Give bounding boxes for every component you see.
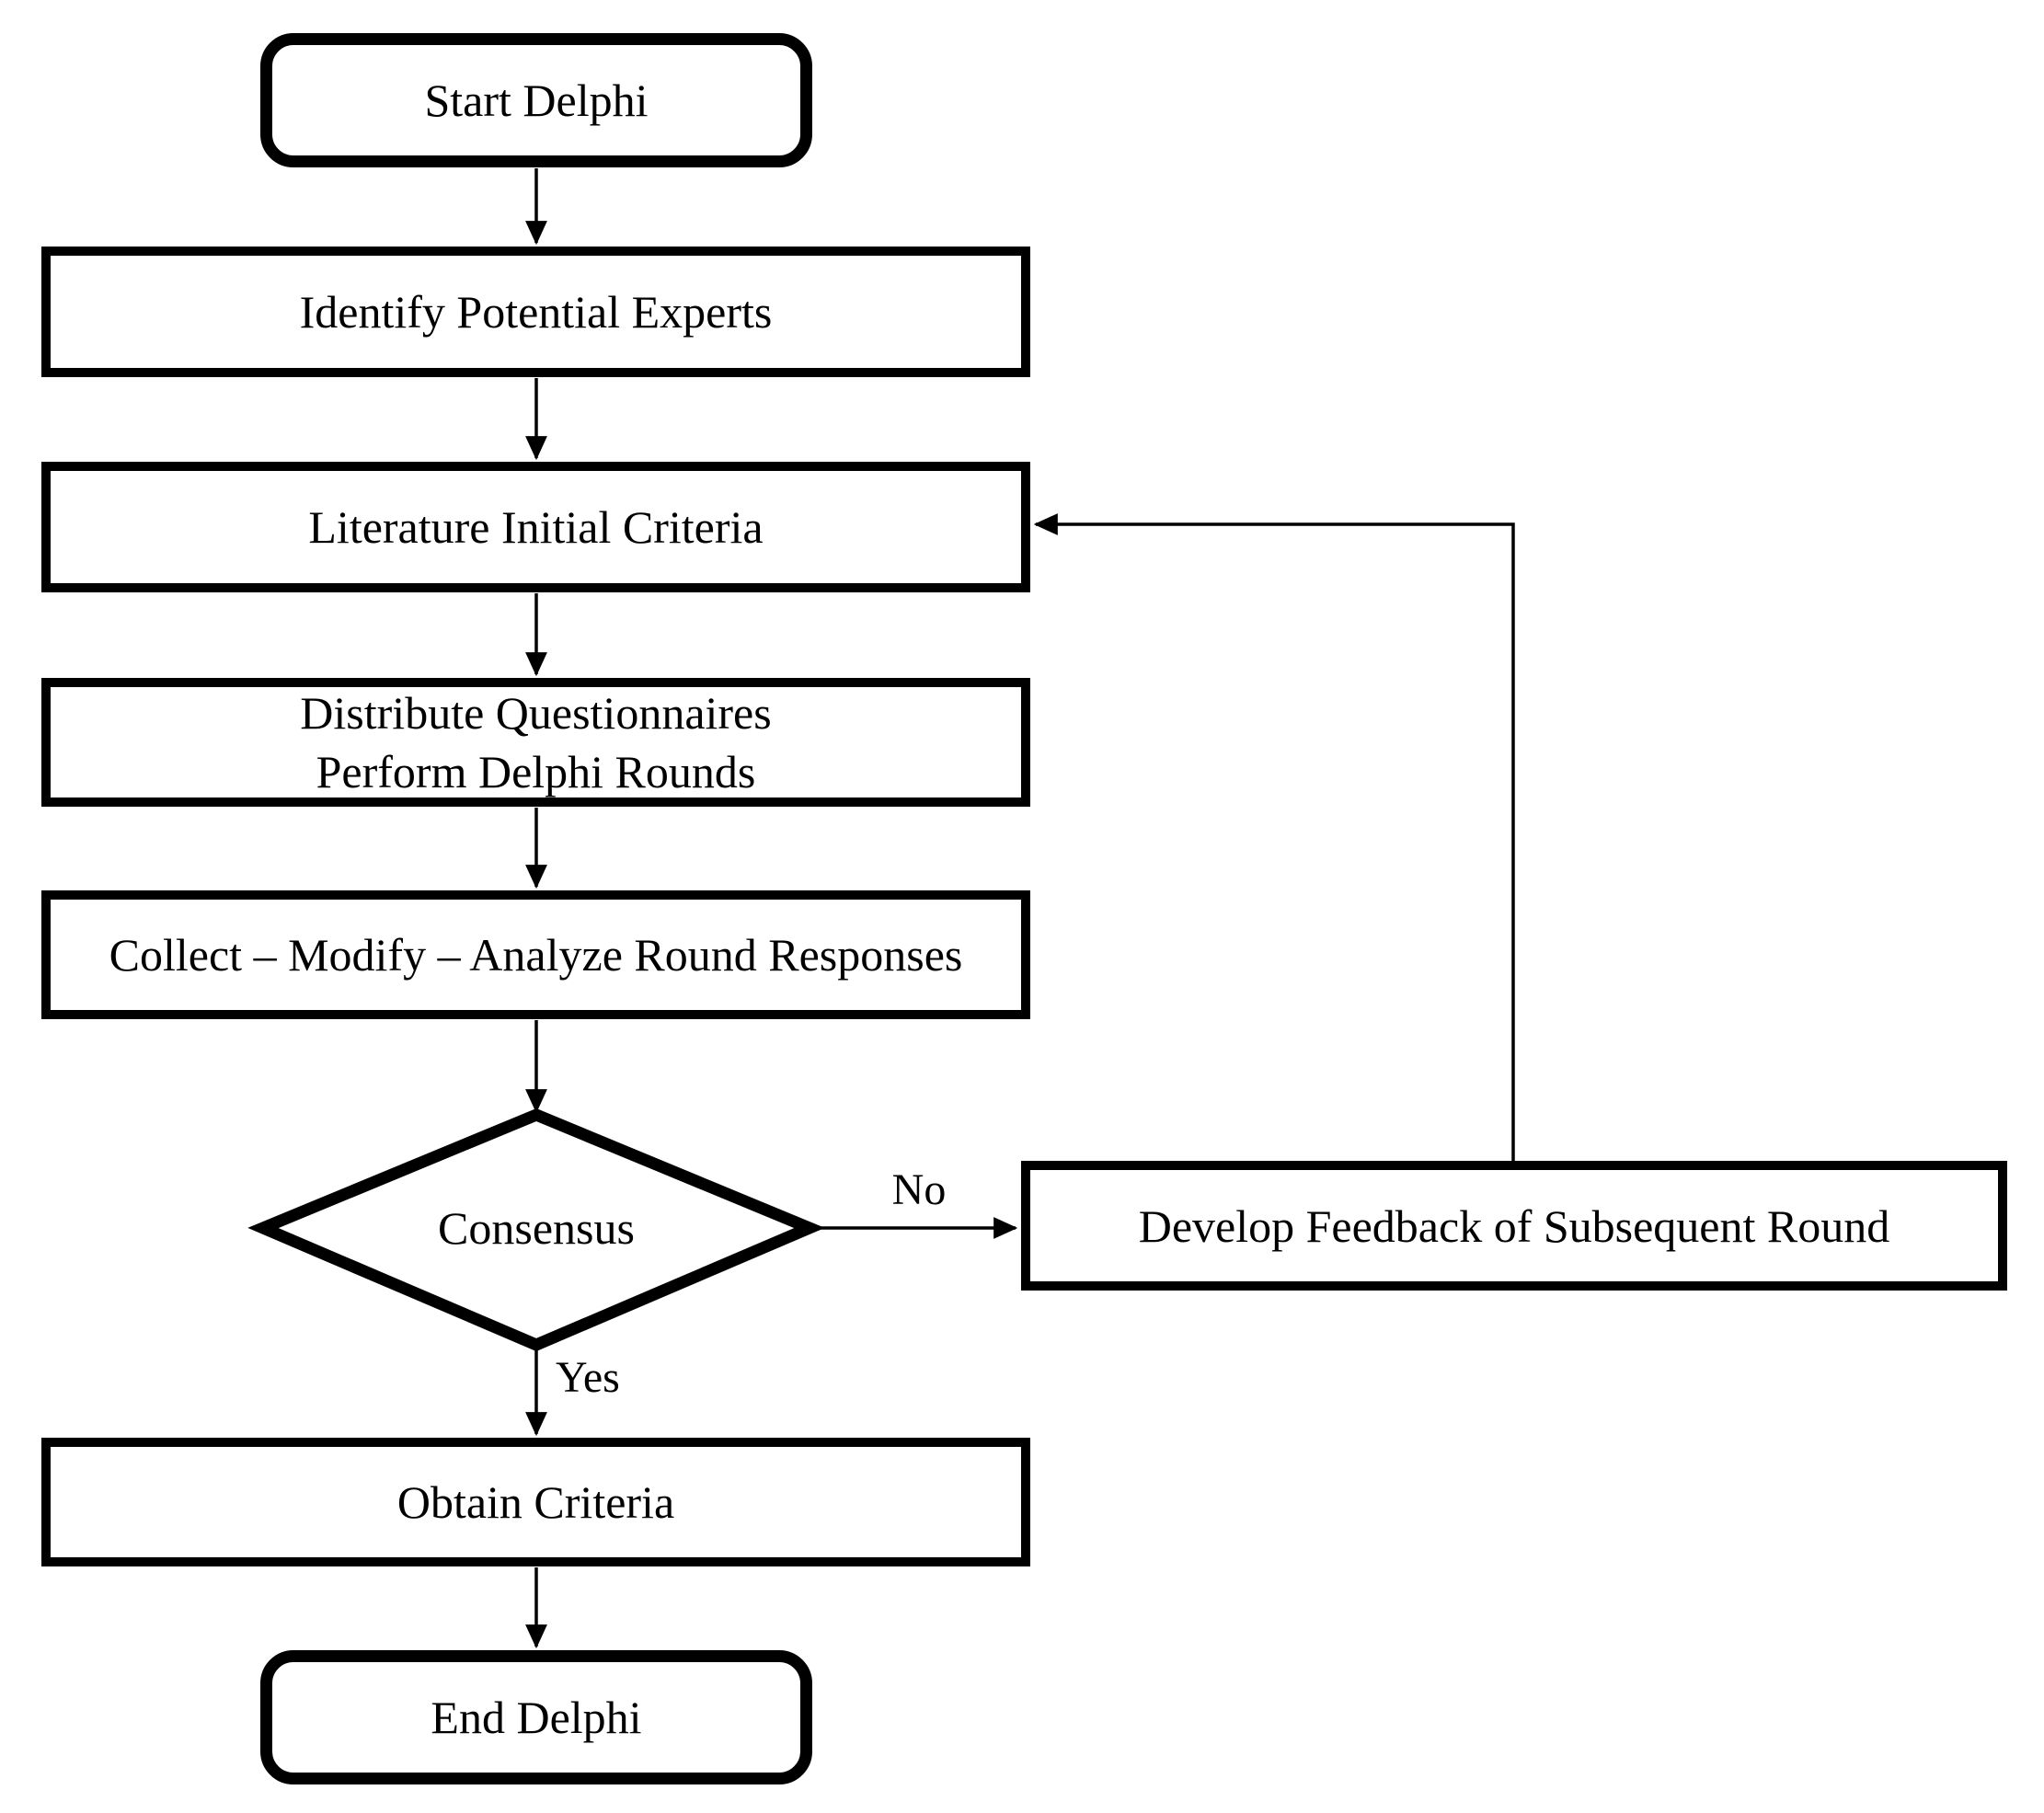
node-collect-modify-analyze-label: Collect – Modify – Analyze Round Respons… [109,929,963,981]
node-start-delphi: Start Delphi [260,33,812,167]
node-obtain-criteria: Obtain Criteria [41,1438,1030,1566]
node-end-delphi: End Delphi [260,1650,812,1784]
edge-label-yes: Yes [552,1353,624,1403]
node-distribute-questionnaires-line1: Distribute Questionnaires [300,687,772,739]
node-consensus-shape [247,1107,825,1352]
node-distribute-questionnaires-line2: Perform Delphi Rounds [316,746,756,797]
node-end-delphi-label: End Delphi [431,1692,642,1743]
node-collect-modify-analyze: Collect – Modify – Analyze Round Respons… [41,890,1030,1019]
edge-label-no: No [851,1165,987,1215]
node-literature-initial-criteria-label: Literature Initial Criteria [308,501,764,553]
node-obtain-criteria-label: Obtain Criteria [396,1476,675,1528]
polyline-feedback-to-literature [1033,513,1515,1161]
node-distribute-questionnaires: Distribute Questionnaires Perform Delphi… [41,678,1030,807]
node-literature-initial-criteria: Literature Initial Criteria [41,462,1030,592]
node-consensus-label: Consensus [438,1202,635,1254]
node-develop-feedback-label: Develop Feedback of Subsequent Round [1138,1199,1890,1252]
node-start-delphi-label: Start Delphi [424,75,649,126]
node-identify-potential-experts: Identify Potential Experts [41,247,1030,377]
node-develop-feedback: Develop Feedback of Subsequent Round [1021,1161,2007,1291]
node-identify-potential-experts-label: Identify Potential Experts [299,286,773,338]
